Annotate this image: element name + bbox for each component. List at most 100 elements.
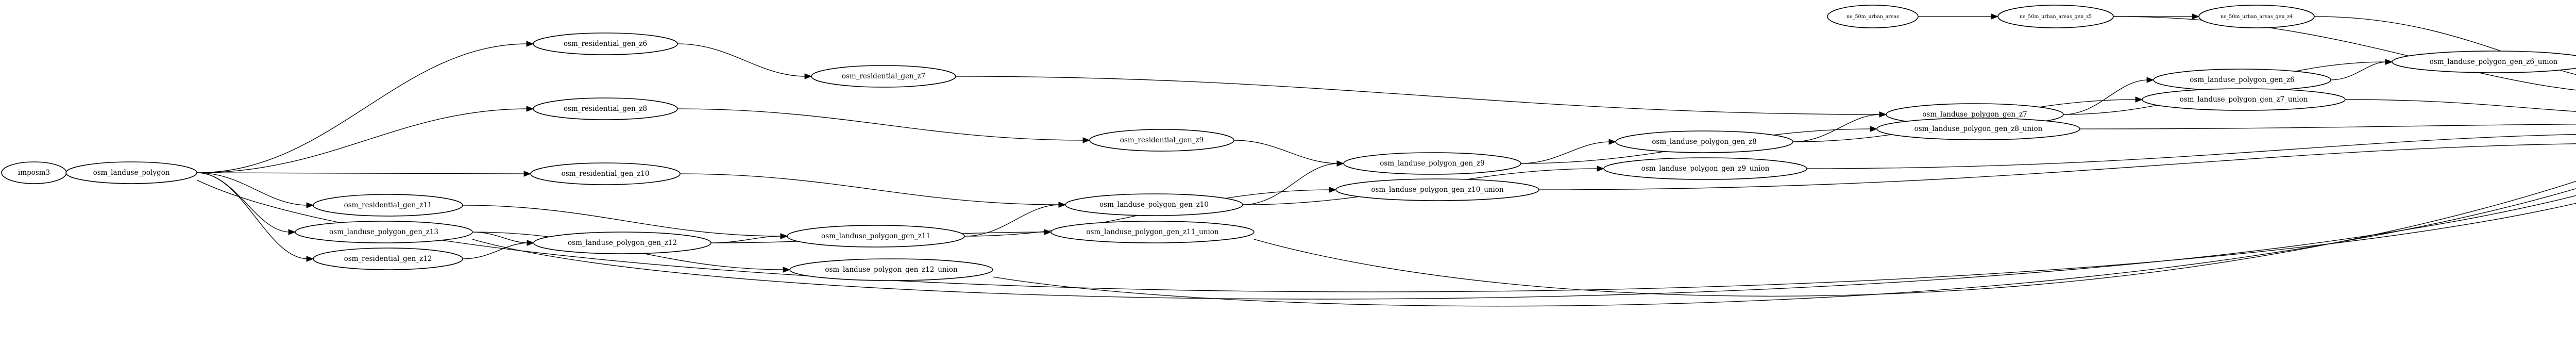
edge-arrowhead (1336, 160, 1345, 167)
graph-node-osm-residential-gen-z10[interactable]: osm_residential_gen_z10 (530, 162, 681, 185)
graph-node-osm-residential-gen-z7[interactable]: osm_residential_gen_z7 (811, 65, 956, 88)
graph-node-osm-landuse-polygon-gen-z12[interactable]: osm_landuse_polygon_gen_z12 (533, 232, 711, 254)
node-shape[interactable] (313, 248, 463, 270)
node-shape[interactable] (533, 97, 678, 120)
edge (2063, 77, 2155, 115)
graph-node-osm-landuse-polygon-gen-z12-union[interactable]: osm_landuse_polygon_gen_z12_union (789, 258, 993, 281)
edge (196, 172, 314, 208)
edge-line (677, 108, 1085, 141)
edge (196, 172, 296, 235)
graph-node-osm-landuse-polygon-gen-z9[interactable]: osm_landuse_polygon_gen_z9 (1343, 152, 1521, 175)
graph-node-osm-landuse-polygon-gen-z11-union[interactable]: osm_landuse_polygon_gen_z11_union (1050, 221, 1255, 243)
edge-line (1806, 134, 2576, 169)
node-shape[interactable] (313, 194, 463, 217)
node-shape[interactable] (1343, 152, 1521, 175)
graph-node-osm-landuse-polygon-gen-z9-union[interactable]: osm_landuse_polygon_gen_z9_union (1603, 157, 1807, 180)
graph-node-imposm3[interactable]: imposm3 (1, 161, 67, 184)
edge (680, 173, 1066, 208)
node-shape[interactable] (1997, 5, 2114, 28)
edge-to-legend (1253, 180, 2576, 297)
node-shape[interactable] (295, 221, 473, 243)
node-shape[interactable] (65, 161, 197, 184)
graph-node-osm-landuse-polygon-gen-z10-union[interactable]: osm_landuse_polygon_gen_z10_union (1335, 178, 1539, 201)
edge-line (2345, 99, 2576, 112)
node-shape[interactable] (2153, 69, 2331, 91)
edge-line (677, 43, 807, 77)
edge-line (196, 43, 529, 173)
node-shape[interactable] (533, 32, 678, 55)
edge-line (1792, 114, 1882, 142)
node-shape[interactable] (789, 258, 993, 281)
edge-arrowhead (526, 41, 534, 47)
graph-node-osm-residential-gen-z8[interactable]: osm_residential_gen_z8 (533, 97, 678, 120)
node-shape[interactable] (787, 225, 965, 248)
node-shape[interactable] (1615, 130, 1793, 153)
node-shape[interactable] (530, 162, 681, 185)
graph-node-osm-landuse-polygon-gen-z8-union[interactable]: osm_landuse_polygon_gen_z8_union (1876, 118, 2080, 140)
node-shape[interactable] (1050, 221, 1255, 243)
edge-line (2314, 16, 2576, 75)
node-shape[interactable] (1335, 178, 1539, 201)
graph-node-osm-residential-gen-z12[interactable]: osm_residential_gen_z12 (313, 248, 463, 270)
edge-to-legend (472, 195, 2576, 300)
graph-node-osm-landuse-polygon-gen-z8[interactable]: osm_landuse_polygon_gen_z8 (1615, 130, 1793, 153)
node-shape[interactable] (1, 161, 67, 184)
graph-node-osm-landuse-polygon-gen-z10[interactable]: osm_landuse_polygon_gen_z10 (1065, 193, 1243, 216)
node-shape[interactable] (811, 65, 956, 88)
edge (677, 108, 1091, 143)
edge-arrowhead (1329, 187, 1337, 193)
edge (1520, 139, 1617, 164)
edge-arrowhead (1879, 111, 1887, 118)
edges-layer (59, 13, 2576, 307)
edge-to-legend (992, 188, 2576, 307)
edge-arrowhead (527, 240, 535, 246)
graph-node-ne-50m-urban-areas-gen-z5[interactable]: ne_50m_urban_areas_gen_z5 (1997, 5, 2114, 28)
edge-arrowhead (306, 202, 314, 208)
edge (677, 43, 812, 79)
edge-line (992, 188, 2576, 307)
node-shape[interactable] (2198, 5, 2315, 28)
edge-arrowhead (2385, 59, 2393, 65)
node-shape[interactable] (2392, 51, 2576, 73)
edge-arrowhead (2135, 96, 2143, 103)
node-shape[interactable] (2142, 88, 2346, 111)
edge (964, 202, 1066, 237)
edge-line (1253, 180, 2576, 297)
graph-node-osm-landuse-polygon-gen-z7-union[interactable]: osm_landuse_polygon_gen_z7_union (2142, 88, 2346, 111)
edge (196, 171, 532, 177)
edge-arrowhead (1608, 139, 1617, 145)
edge-arrowhead (2192, 13, 2200, 20)
edge-to-legend (2079, 124, 2576, 129)
graph-node-ne-50m-urban-areas-gen-z4[interactable]: ne_50m_urban_areas_gen_z4 (2198, 5, 2315, 28)
graph-node-osm-landuse-polygon-gen-z13[interactable]: osm_landuse_polygon_gen_z13 (295, 221, 473, 243)
graph-node-osm-residential-gen-z11[interactable]: osm_residential_gen_z11 (313, 194, 463, 217)
graph-node-ne-50m-urban-areas[interactable]: ne_50m_urban_areas (1827, 5, 1919, 28)
node-shape[interactable] (1876, 118, 2080, 140)
edge-arrowhead (783, 267, 791, 273)
edge-line (1538, 143, 2576, 190)
graph-node-osm-landuse-polygon-gen-z6[interactable]: osm_landuse_polygon_gen_z6 (2153, 69, 2331, 91)
edge-line (1520, 141, 1611, 164)
edge-line (196, 172, 309, 206)
edge-to-legend (1806, 134, 2576, 169)
node-shape[interactable] (1089, 129, 1234, 152)
node-shape[interactable] (533, 232, 711, 254)
edge-to-legend (2345, 99, 2576, 112)
edge-arrowhead (804, 73, 812, 79)
edge-arrowhead (1082, 137, 1091, 143)
node-shape[interactable] (1827, 5, 1919, 28)
edge-arrowhead (780, 233, 788, 239)
edge-arrowhead (523, 171, 532, 177)
edge-to-legend (1538, 143, 2576, 190)
graph-node-osm-residential-gen-z6[interactable]: osm_residential_gen_z6 (533, 32, 678, 55)
edge (1918, 13, 1999, 20)
graph-node-osm-residential-gen-z9[interactable]: osm_residential_gen_z9 (1089, 129, 1234, 152)
edge-line (462, 242, 529, 259)
graph-node-osm-landuse-polygon-gen-z6-union[interactable]: osm_landuse_polygon_gen_z6_union (2392, 51, 2576, 73)
graph-node-osm-landuse-polygon[interactable]: osm_landuse_polygon (65, 161, 197, 184)
node-shape[interactable] (1603, 157, 1807, 180)
graph-node-osm-landuse-polygon-gen-z11[interactable]: osm_landuse_polygon_gen_z11 (787, 225, 965, 248)
node-shape[interactable] (1065, 193, 1243, 216)
